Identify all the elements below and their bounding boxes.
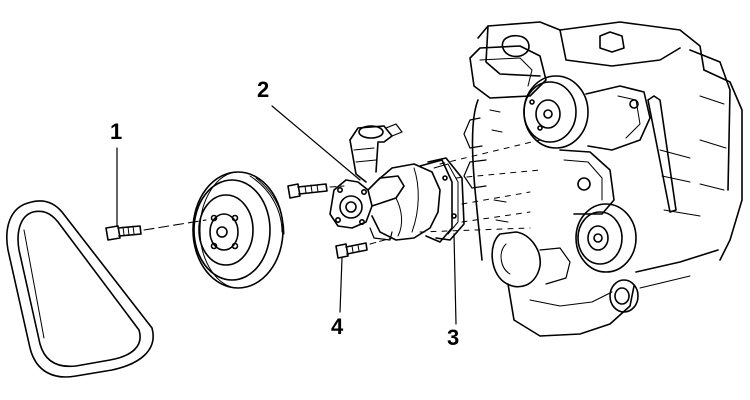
drive-belt [7, 201, 153, 377]
water-pump [330, 124, 452, 242]
callout-2: 2 [257, 77, 270, 102]
engine-block [464, 22, 742, 336]
pulley-bolt [106, 226, 141, 240]
callout-1: 1 [110, 119, 123, 144]
pump-bolt-upper [288, 184, 327, 198]
callout-4: 4 [331, 314, 344, 339]
leader-lines [117, 106, 456, 324]
callout-3: 3 [447, 325, 460, 350]
pump-bolt-lower [336, 243, 367, 258]
pump-gasket [428, 158, 464, 240]
alignment-lines [420, 140, 540, 232]
pulley [193, 172, 284, 288]
